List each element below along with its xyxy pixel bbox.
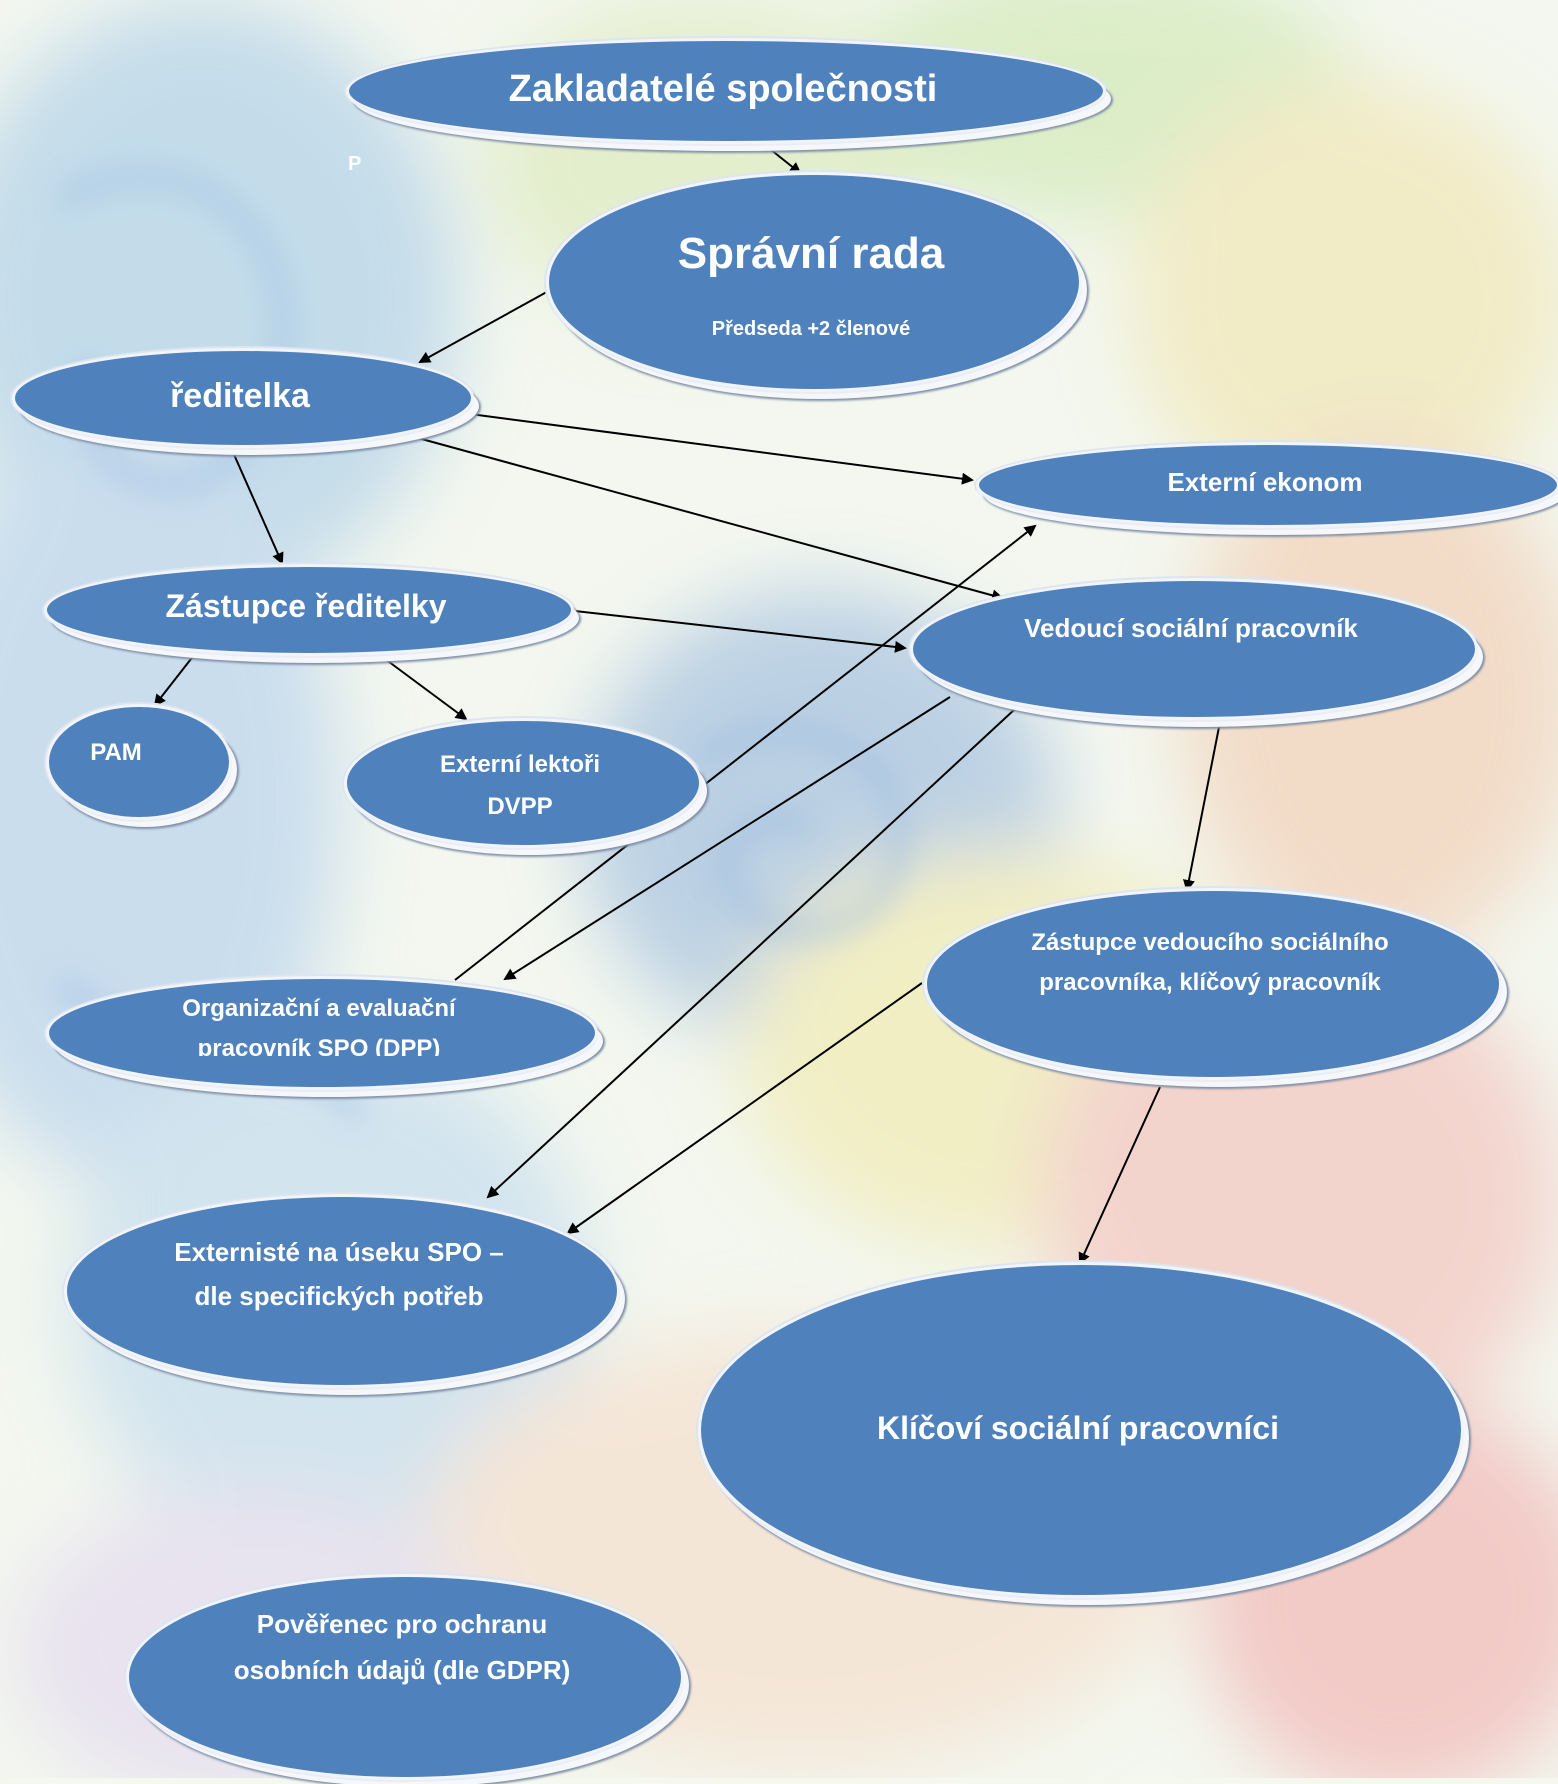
node-head-social-worker-title: Vedoucí sociální pracovník [1024,613,1358,643]
stray-letter: P [348,153,362,175]
node-organizational-evaluation-line1: Organizační a evaluační [182,995,456,1022]
node-external-lecturers-line2: DVPP [487,793,553,820]
node-deputy-head-social-worker-line2: pracovníka, klíčový pracovník [1039,969,1381,996]
node-external-spo[interactable]: Externisté na úseku SPO – dle specifický… [64,1194,624,1392]
node-external-lecturers[interactable]: Externí lektoři DVPP [344,718,706,852]
node-deputy-director-title: Zástupce ředitelky [165,588,447,624]
node-head-social-worker[interactable]: Vedoucí sociální pracovník [910,578,1482,724]
node-director[interactable]: ředitelka [12,348,480,452]
node-organizational-evaluation-line2: pracovník SPO (DPP) [197,1035,441,1056]
node-deputy-director[interactable]: Zástupce ředitelky [44,564,578,660]
node-external-economist[interactable]: Externí ekonom [976,442,1558,534]
node-gdpr-officer-line2: osobních údajů (dle GDPR) [233,1655,571,1685]
node-board-subtitle: Předseda +2 členové [711,318,911,340]
node-founders[interactable]: Zakladatelé společnosti [346,38,1106,144]
node-board-title: Správní rada [677,229,945,278]
node-gdpr-officer[interactable]: Pověřenec pro ochranu osobních údajů (dl… [126,1574,688,1784]
node-external-spo-line1: Externisté na úseku SPO – [174,1237,504,1267]
node-organizational-evaluation[interactable]: Organizační a evaluační pracovník SPO (D… [46,976,602,1094]
node-external-lecturers-line1: Externí lektoři [439,751,601,778]
node-director-title: ředitelka [170,377,310,415]
node-board[interactable]: Správní rada Předseda +2 členové [546,172,1086,396]
node-founders-title: Zakladatelé společnosti [508,68,938,110]
node-deputy-head-social-worker[interactable]: Zástupce vedoucího sociálního pracovníka… [924,888,1506,1084]
node-deputy-head-social-worker-line1: Zástupce vedoucího sociálního [1031,929,1389,956]
node-external-spo-line2: dle specifických potřeb [194,1281,484,1311]
node-pam-title: PAM [90,739,142,766]
node-external-economist-title: Externí ekonom [1167,467,1363,497]
node-pam[interactable]: PAM [46,704,236,824]
node-key-social-workers-title: Klíčoví sociální pracovníci [877,1410,1279,1446]
node-key-social-workers[interactable]: Klíčoví sociální pracovníci [698,1262,1468,1602]
node-gdpr-officer-line1: Pověřenec pro ochranu [256,1609,548,1639]
